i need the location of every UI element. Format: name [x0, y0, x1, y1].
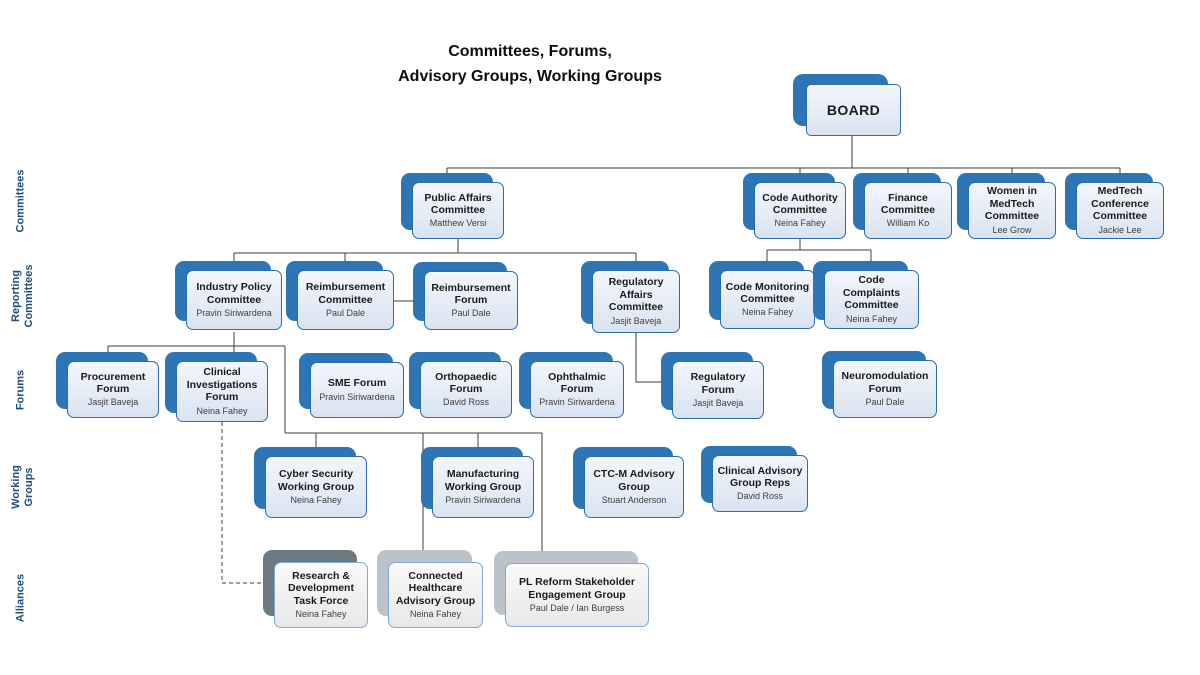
org-node-finance-committee: Finance Committee William Ko [853, 173, 952, 239]
node-title: Research & Development Task Force [288, 569, 354, 607]
node-title: Clinical Investigations Forum [186, 366, 258, 404]
node-title: Cyber Security Working Group [277, 468, 355, 493]
org-node-rd-task-force: Research & Development Task Force Neina … [263, 550, 368, 628]
connector-regulatory-elbow [635, 333, 663, 383]
node-title: Code Authority Committee [762, 191, 838, 217]
org-node-reimbursement-committee: Reimbursement Committee Paul Dale [286, 261, 394, 330]
node-lead: Matthew Versi [429, 218, 487, 229]
node-lead: Neina Fahey [845, 313, 898, 324]
org-node-sme-forum: SME Forum Pravin Siriwardena [299, 353, 404, 418]
node-lead: Pravin Siriwardena [319, 391, 395, 402]
node-title: Code Monitoring Committee [725, 280, 810, 306]
connector-code-authority-sub [766, 239, 872, 268]
node-lead: William Ko [886, 218, 930, 229]
node-title: Public Affairs Committee [424, 191, 492, 217]
node-lead: Neina Fahey [409, 609, 462, 620]
node-title: BOARD [826, 101, 881, 118]
node-lead: Jasjit Baveja [610, 315, 662, 326]
org-node-code-authority-committee: Code Authority Committee Neina Fahey [743, 173, 846, 239]
node-lead: Paul Dale [451, 308, 491, 319]
node-lead: Neina Fahey [295, 609, 347, 620]
org-node-women-in-medtech-committee: Women in MedTech Committee Lee Grow [957, 173, 1056, 239]
node-title: SME Forum [327, 377, 387, 390]
org-node-board: BOARD [793, 74, 901, 136]
node-lead: Stuart Anderson [601, 494, 667, 505]
tier-label-alliances: Alliances [14, 573, 27, 623]
node-lead: Paul Dale / Ian Burgess [529, 602, 625, 613]
node-title: Reimbursement Committee [305, 281, 386, 306]
node-title: Code Complaints Committee [842, 274, 901, 312]
node-lead: David Ross [736, 491, 783, 502]
org-node-procurement-forum: Procurement Forum Jasjit Baveja [56, 352, 159, 418]
node-lead: Jackie Lee [1098, 224, 1142, 235]
connector-working-groups-bus [285, 432, 543, 555]
connector-dashed-rd [221, 422, 263, 584]
node-lead: Pravin Siriwardena [445, 494, 521, 505]
tier-label-reporting-committees: Reporting Committees [9, 264, 35, 328]
node-lead: Paul Dale [865, 396, 905, 407]
node-lead: Jasjit Baveja [692, 397, 744, 408]
org-node-manufacturing-working-group: Manufacturing Working Group Pravin Siriw… [421, 447, 534, 518]
org-node-orthopaedic-forum: Orthopaedic Forum David Ross [409, 352, 512, 418]
org-node-regulatory-affairs-committee: Regulatory Affairs Committee Jasjit Bave… [581, 261, 680, 333]
node-lead: Neina Fahey [290, 494, 342, 505]
org-node-public-affairs-committee: Public Affairs Committee Matthew Versi [401, 173, 504, 239]
org-node-regulatory-forum: Regulatory Forum Jasjit Baveja [661, 352, 764, 419]
org-node-connected-healthcare-advisory-group: Connected Healthcare Advisory Group Nein… [377, 550, 483, 628]
tier-label-forums: Forums [14, 369, 27, 411]
node-title: Finance Committee [880, 191, 936, 217]
node-lead: David Ross [442, 397, 489, 408]
org-node-ctcm-advisory-group: CTC-M Advisory Group Stuart Anderson [573, 447, 684, 518]
org-node-code-monitoring-committee: Code Monitoring Committee Neina Fahey [709, 261, 815, 329]
node-title: Connected Healthcare Advisory Group [395, 569, 476, 607]
org-node-medtech-conference-committee: MedTech Conference Committee Jackie Lee [1065, 173, 1164, 239]
node-title: Clinical Advisory Group Reps [717, 464, 803, 490]
node-lead: Jasjit Baveja [87, 397, 139, 408]
org-node-cyber-security-working-group: Cyber Security Working Group Neina Fahey [254, 447, 367, 518]
connector-public-affairs-reporting [233, 239, 637, 268]
node-lead: Paul Dale [325, 307, 366, 318]
node-lead: Neina Fahey [196, 405, 248, 416]
node-title: PL Reform Stakeholder Engagement Group [519, 576, 635, 601]
chart-title: Committees, Forums, Advisory Groups, Wor… [398, 43, 662, 85]
node-lead: Lee Grow [992, 224, 1032, 235]
node-title: Women in MedTech Committee [984, 185, 1040, 223]
node-lead: Pravin Siriwardena [196, 307, 272, 318]
tier-label-committees: Committees [14, 169, 27, 233]
org-node-industry-policy-committee: Industry Policy Committee Pravin Siriwar… [175, 261, 282, 330]
node-title: Industry Policy Committee [196, 281, 272, 306]
node-title: Manufacturing Working Group [444, 468, 522, 493]
org-node-neuromodulation-forum: Neuromodulation Forum Paul Dale [822, 351, 937, 418]
connector-industry-policy-forums [107, 332, 286, 433]
node-title: Regulatory Affairs Committee [608, 276, 664, 314]
node-title: MedTech Conference Committee [1091, 185, 1149, 223]
tier-label-working-groups: Working Groups [9, 465, 35, 509]
node-title: Neuromodulation Forum [841, 370, 929, 395]
node-title: Regulatory Forum [690, 371, 746, 396]
org-node-clinical-advisory-group-reps: Clinical Advisory Group Reps David Ross [701, 446, 808, 512]
node-title: Ophthalmic Forum [548, 370, 606, 396]
node-lead: Neina Fahey [741, 307, 794, 318]
org-node-ophthalmic-forum: Ophthalmic Forum Pravin Siriwardena [519, 352, 624, 418]
org-node-pl-reform-stakeholder-engagement-group: PL Reform Stakeholder Engagement Group P… [494, 551, 649, 627]
node-title: Procurement Forum [80, 370, 146, 396]
node-lead: Pravin Siriwardena [539, 397, 615, 408]
node-title: Orthopaedic Forum [435, 370, 497, 396]
node-title: Reimbursement Forum [431, 281, 511, 307]
node-title: CTC-M Advisory Group [593, 468, 675, 493]
org-node-code-complaints-committee: Code Complaints Committee Neina Fahey [813, 261, 919, 329]
org-node-reimbursement-forum: Reimbursement Forum Paul Dale [413, 262, 518, 330]
node-lead: Neina Fahey [774, 218, 826, 229]
org-node-clinical-investigations-forum: Clinical Investigations Forum Neina Fahe… [165, 352, 268, 422]
